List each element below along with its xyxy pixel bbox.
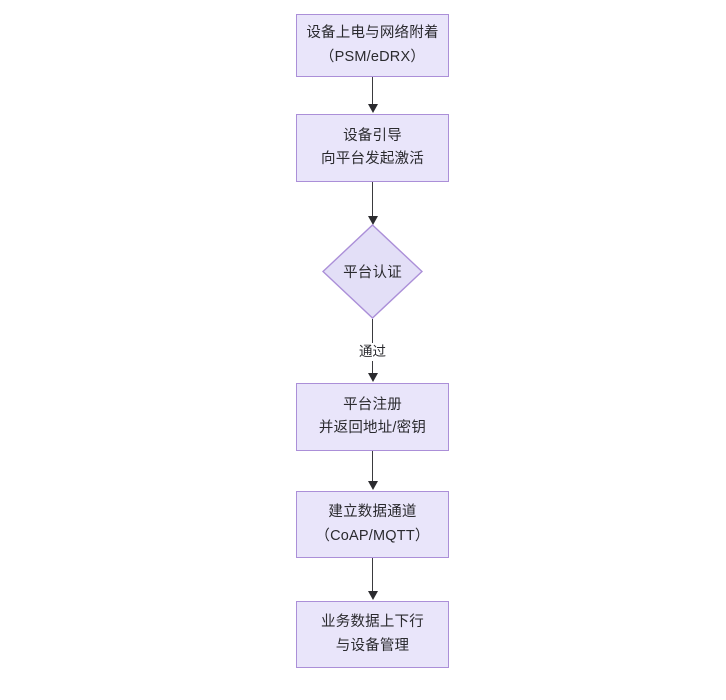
flow-edge-3-arrowhead [368,373,378,382]
flow-edge-2 [372,182,374,219]
flow-node-business-data[interactable]: 业务数据上下行 与设备管理 [296,601,449,668]
flow-node-business-data-line1: 业务数据上下行 [321,614,424,631]
flow-node-platform-register-line2: 并返回地址/密钥 [318,420,427,436]
flow-node-business-data-line2: 与设备管理 [335,637,410,654]
flow-node-power-on[interactable]: 设备上电与网络附着 （PSM/eDRX） [296,14,449,77]
flow-edge-2-arrowhead [368,216,378,225]
flow-edge-3-label: 通过 [356,343,389,361]
flow-node-power-on-line1: 设备上电与网络附着 [306,25,439,42]
flow-node-data-channel-line2: （CoAP/MQTT） [315,527,430,544]
flow-node-power-on-line2: （PSM/eDRX） [319,48,426,65]
flow-node-platform-auth[interactable]: 平台认证 [322,224,423,319]
flow-node-device-bootstrap[interactable]: 设备引导 向平台发起激活 [296,114,449,182]
flow-node-platform-auth-label: 平台认证 [343,265,402,281]
flow-node-device-bootstrap-line1: 设备引导 [343,127,402,144]
flow-node-platform-register[interactable]: 平台注册 并返回地址/密钥 [296,383,449,451]
flow-edge-4 [372,451,374,483]
flow-node-data-channel-line1: 建立数据通道 [328,504,417,521]
flow-edge-5-arrowhead [368,591,378,600]
flow-edge-5 [372,558,374,593]
diamond-shape-icon [322,224,423,319]
flow-node-platform-register-line1: 平台注册 [343,396,402,413]
flow-node-data-channel[interactable]: 建立数据通道 （CoAP/MQTT） [296,491,449,558]
flow-edge-1 [372,77,374,107]
flow-edge-4-arrowhead [368,481,378,490]
flow-node-device-bootstrap-line2: 向平台发起激活 [321,151,424,167]
flow-edge-1-arrowhead [368,104,378,113]
